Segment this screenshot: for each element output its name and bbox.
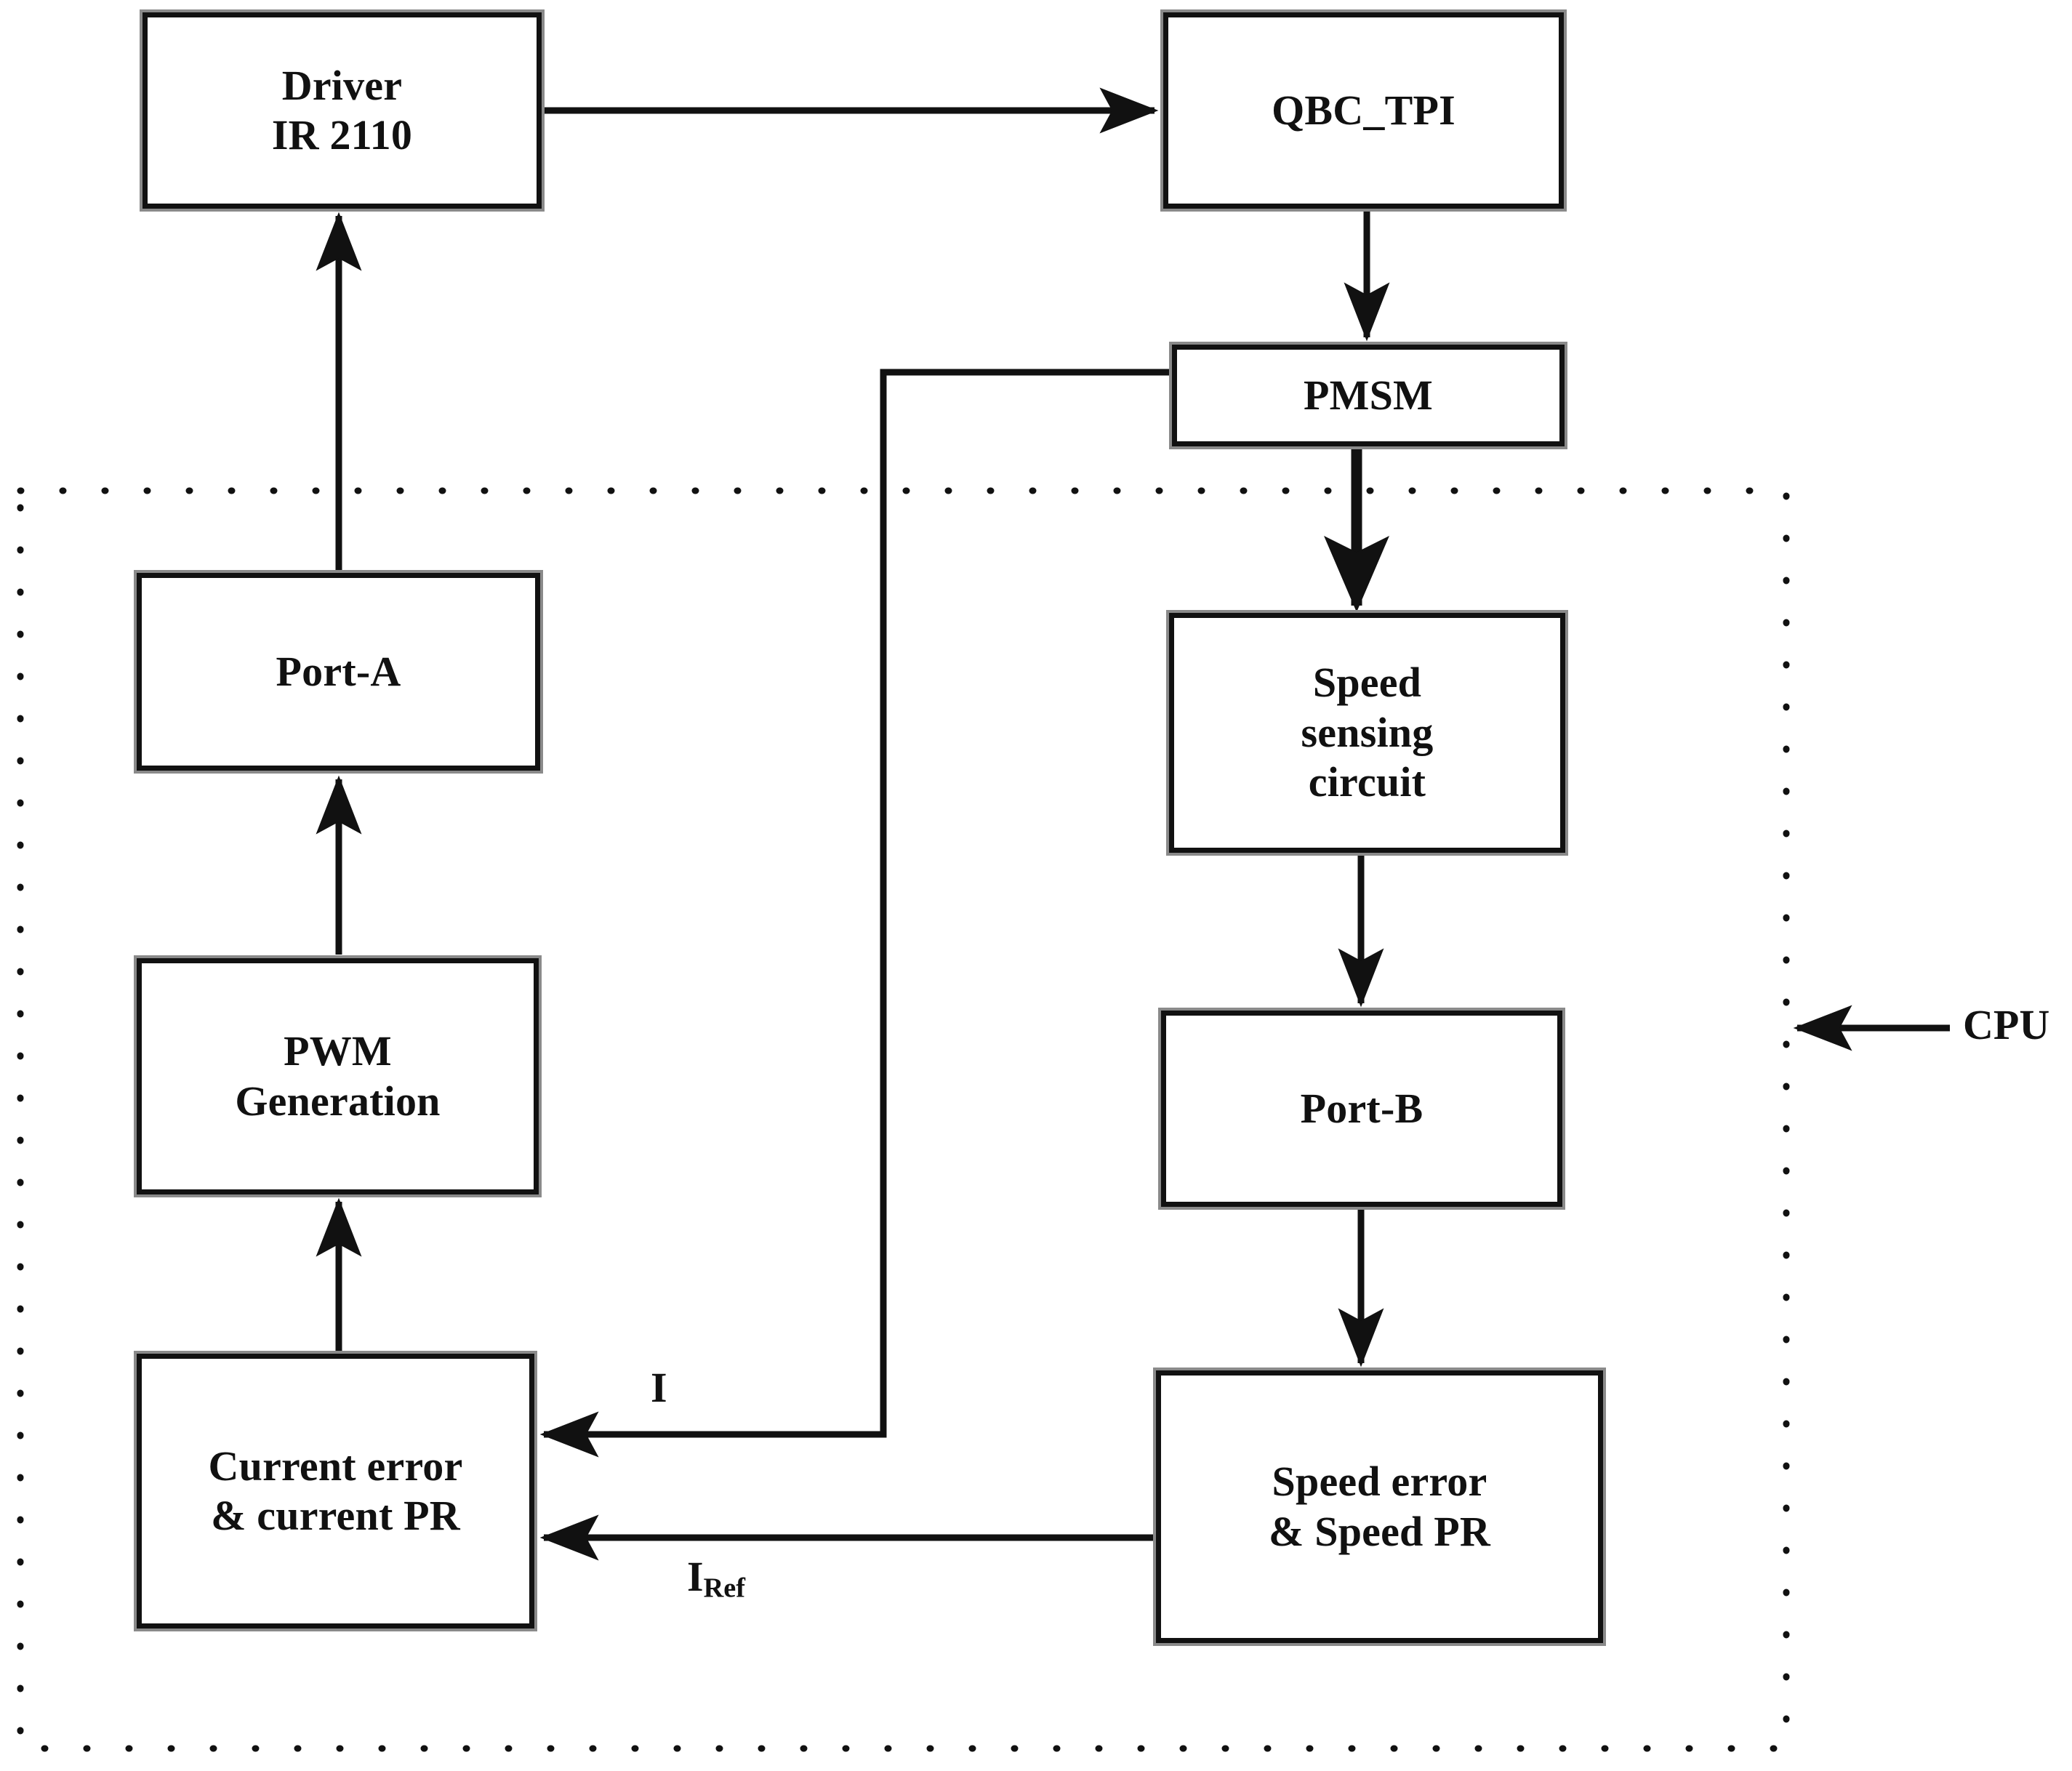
block-driver[interactable]: Driver IR 2110	[140, 9, 545, 212]
block-port-b[interactable]: Port-B	[1158, 1008, 1565, 1210]
cpu-boundary-rect	[17, 487, 1790, 1752]
block-pmsm-label: PMSM	[1304, 371, 1433, 419]
block-current-error[interactable]: Current error & current PR	[134, 1351, 537, 1631]
edge-label-current-reference-sub: Ref	[703, 1573, 745, 1604]
edge-label-current-reference-main: I	[687, 1553, 704, 1600]
block-speed-error-label: Speed error & Speed PR	[1269, 1458, 1490, 1555]
cpu-boundary-label: CPU	[1963, 1000, 2049, 1049]
edge-label-current-feedback-text: I	[651, 1364, 667, 1411]
block-port-a[interactable]: Port-A	[134, 570, 543, 774]
block-pwm-generation[interactable]: PWM Generation	[134, 955, 542, 1197]
connector-pmsm-feedback-to-current-err	[539, 369, 1169, 1458]
block-pwm-generation-label: PWM Generation	[235, 1027, 441, 1125]
block-current-error-label: Current error & current PR	[208, 1442, 463, 1539]
block-speed-sensing-circuit[interactable]: Speed sensing circuit	[1166, 610, 1568, 856]
block-port-a-label: Port-A	[276, 647, 401, 695]
block-pmsm[interactable]: PMSM	[1169, 342, 1567, 449]
block-qbc-tpi[interactable]: QBC_TPI	[1160, 9, 1567, 212]
block-speed-sensing-circuit-label: Speed sensing circuit	[1301, 659, 1434, 806]
block-port-b-label: Port-B	[1300, 1084, 1424, 1132]
block-driver-label: Driver IR 2110	[271, 61, 413, 158]
block-speed-error[interactable]: Speed error & Speed PR	[1153, 1368, 1606, 1646]
cpu-boundary-label-text: CPU	[1963, 1001, 2050, 1048]
block-qbc-tpi-label: QBC_TPI	[1272, 86, 1455, 134]
edge-label-current-reference: IRef	[687, 1552, 745, 1604]
edge-label-current-feedback: I	[651, 1363, 667, 1412]
